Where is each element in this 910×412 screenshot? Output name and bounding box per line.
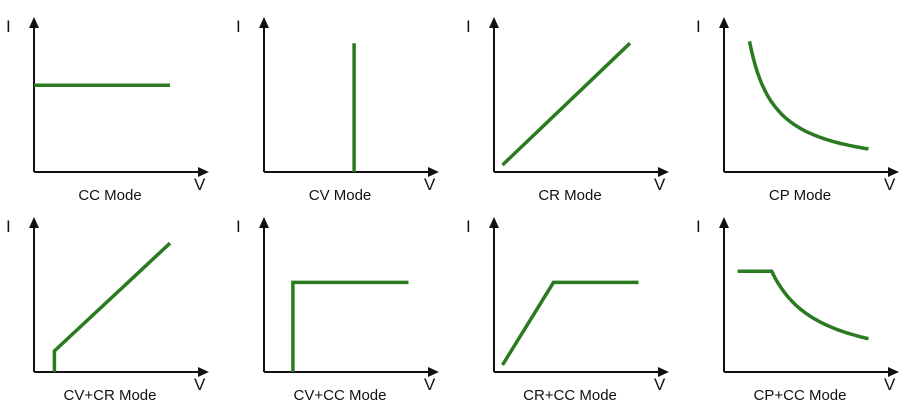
series-line — [501, 280, 639, 366]
y-axis-arrow-icon — [29, 217, 39, 228]
y-axis-arrow-icon — [29, 17, 39, 28]
y-axis-arrow-icon — [719, 217, 729, 228]
mode-chart: I V CV+CR Mode — [0, 212, 220, 412]
series-line — [737, 269, 869, 341]
x-axis-label: V — [884, 375, 896, 394]
series-line — [747, 40, 869, 151]
chart-plot — [489, 217, 669, 377]
x-axis-arrow-icon — [198, 167, 209, 177]
x-axis-arrow-icon — [658, 167, 669, 177]
y-axis-arrow-icon — [719, 17, 729, 28]
x-axis-arrow-icon — [428, 367, 439, 377]
y-axis-arrow-icon — [489, 17, 499, 28]
y-axis-label: I — [466, 217, 471, 236]
y-axis-label: I — [236, 17, 241, 36]
y-axis-label: I — [696, 17, 701, 36]
x-axis-arrow-icon — [658, 367, 669, 377]
x-axis-label: V — [424, 375, 436, 394]
chart-plot — [29, 217, 209, 377]
y-axis-arrow-icon — [259, 17, 269, 28]
chart-title: CR Mode — [538, 187, 602, 204]
chart-plot — [259, 217, 439, 377]
chart-plot — [489, 17, 669, 177]
y-axis-arrow-icon — [489, 217, 499, 228]
x-axis-label: V — [194, 375, 206, 394]
mode-chart: I V CP Mode — [690, 12, 910, 212]
mode-chart: I V CR Mode — [460, 12, 680, 212]
x-axis-label: V — [424, 175, 436, 194]
mode-chart: I V CV+CC Mode — [230, 212, 450, 412]
x-axis-arrow-icon — [888, 367, 899, 377]
y-axis-label: I — [466, 17, 471, 36]
chart-title: CP Mode — [768, 187, 832, 204]
mode-chart: I V CV Mode — [230, 12, 450, 212]
x-axis-arrow-icon — [888, 167, 899, 177]
y-axis-arrow-icon — [259, 217, 269, 228]
series-line — [501, 41, 632, 167]
series-line — [52, 241, 172, 372]
chart-plot — [719, 217, 899, 377]
chart-title: CV Mode — [308, 187, 372, 204]
chart-plot — [719, 17, 899, 177]
x-axis-label: V — [654, 175, 666, 194]
y-axis-label: I — [6, 217, 11, 236]
chart-title: CP+CC Mode — [753, 387, 847, 404]
chart-title: CV+CR Mode — [63, 387, 157, 404]
mode-chart: I V CR+CC Mode — [460, 212, 680, 412]
x-axis-label: V — [884, 175, 896, 194]
x-axis-label: V — [194, 175, 206, 194]
chart-title: CR+CC Mode — [523, 387, 617, 404]
y-axis-label: I — [236, 217, 241, 236]
x-axis-label: V — [654, 375, 666, 394]
series-line — [291, 280, 409, 372]
chart-plot — [29, 17, 209, 177]
x-axis-arrow-icon — [428, 167, 439, 177]
mode-chart: I V CC Mode — [0, 12, 220, 212]
y-axis-label: I — [6, 17, 11, 36]
y-axis-label: I — [696, 217, 701, 236]
chart-plot — [259, 17, 439, 177]
chart-title: CC Mode — [78, 187, 142, 204]
mode-chart: I V CP+CC Mode — [690, 212, 910, 412]
chart-title: CV+CC Mode — [293, 387, 387, 404]
x-axis-arrow-icon — [198, 367, 209, 377]
